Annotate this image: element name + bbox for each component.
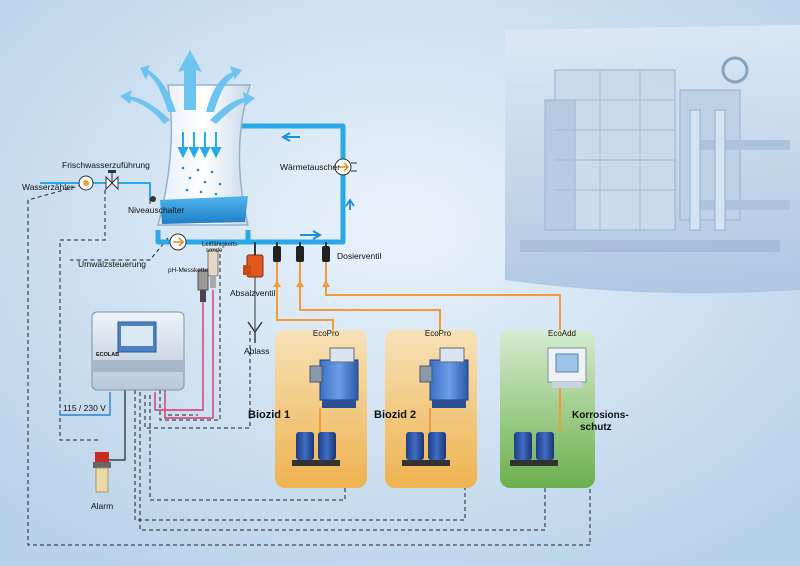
flow-arrow-right (345, 198, 355, 210)
station-2-label: Biozid 2 (374, 409, 416, 421)
fresh-water-valve (105, 170, 119, 191)
label-heat-exchanger: Wärmetauscher (280, 162, 340, 172)
station-3-product: EcoAdd (548, 329, 576, 338)
station-2-product: EcoPro (425, 329, 452, 338)
label-blowdown-valve: Absalzventil (230, 288, 275, 298)
level-switch (149, 196, 156, 204)
label-alarm: Alarm (91, 501, 113, 511)
controller-brand: ECOLAB (96, 352, 119, 358)
flow-arrow-top (280, 132, 300, 142)
chemical-drums-2 (402, 432, 450, 466)
label-circulation-control: Umwälzsteuerung (78, 259, 146, 269)
station-3-label-2: schutz (580, 422, 612, 433)
circulation-pump (169, 233, 187, 251)
probe-signal-lines (154, 290, 214, 419)
suction-lines (319, 388, 561, 432)
dosing-pump-ecopro-1 (309, 347, 359, 408)
alarm-cable (108, 390, 126, 461)
dosing-pump-ecopro-2 (419, 347, 469, 408)
label-drain: Ablass (244, 346, 270, 356)
station-3-label-1: Korrosions- (572, 410, 629, 421)
label-dosing-valve: Dosierventil (337, 251, 382, 261)
station-1-product: EcoPro (313, 329, 340, 338)
label-conductivity-probe-2: sonde (206, 248, 223, 254)
station-1-label: Biozid 1 (248, 409, 290, 421)
vapor-arrows (120, 50, 255, 124)
cooling-tower-photo (505, 25, 800, 294)
dosing-arrowheads (273, 280, 330, 287)
dosing-unit-ecoadd (547, 347, 587, 388)
alarm-lamp (93, 452, 111, 493)
blowdown-valve (243, 242, 264, 330)
label-fresh-water-supply: Frischwasserzuführung (62, 160, 150, 170)
label-water-meter: Wasserzähler (22, 182, 74, 192)
drain-symbol (247, 321, 263, 343)
chemical-drums-3 (510, 432, 558, 466)
cooling-tower (157, 84, 252, 226)
water-circuit-loop (155, 123, 346, 245)
controller-unit[interactable] (91, 311, 185, 391)
heat-exchanger (334, 158, 357, 176)
flow-arrow-bottom (300, 230, 323, 240)
fresh-water-pipe (40, 182, 151, 200)
label-level-switch: Niveauschalter (128, 205, 184, 215)
ph-probe (197, 269, 209, 302)
label-voltage: 115 / 230 V (63, 403, 106, 413)
label-ph-probe: pH-Messkette (168, 267, 208, 274)
conductivity-probe (207, 249, 219, 288)
chemical-drums-1 (292, 432, 340, 466)
water-meter (78, 175, 94, 191)
label-conductivity-probe-1: Leitfähigkeits- (202, 242, 239, 248)
power-cable (59, 392, 111, 416)
dosing-valves (273, 242, 330, 262)
